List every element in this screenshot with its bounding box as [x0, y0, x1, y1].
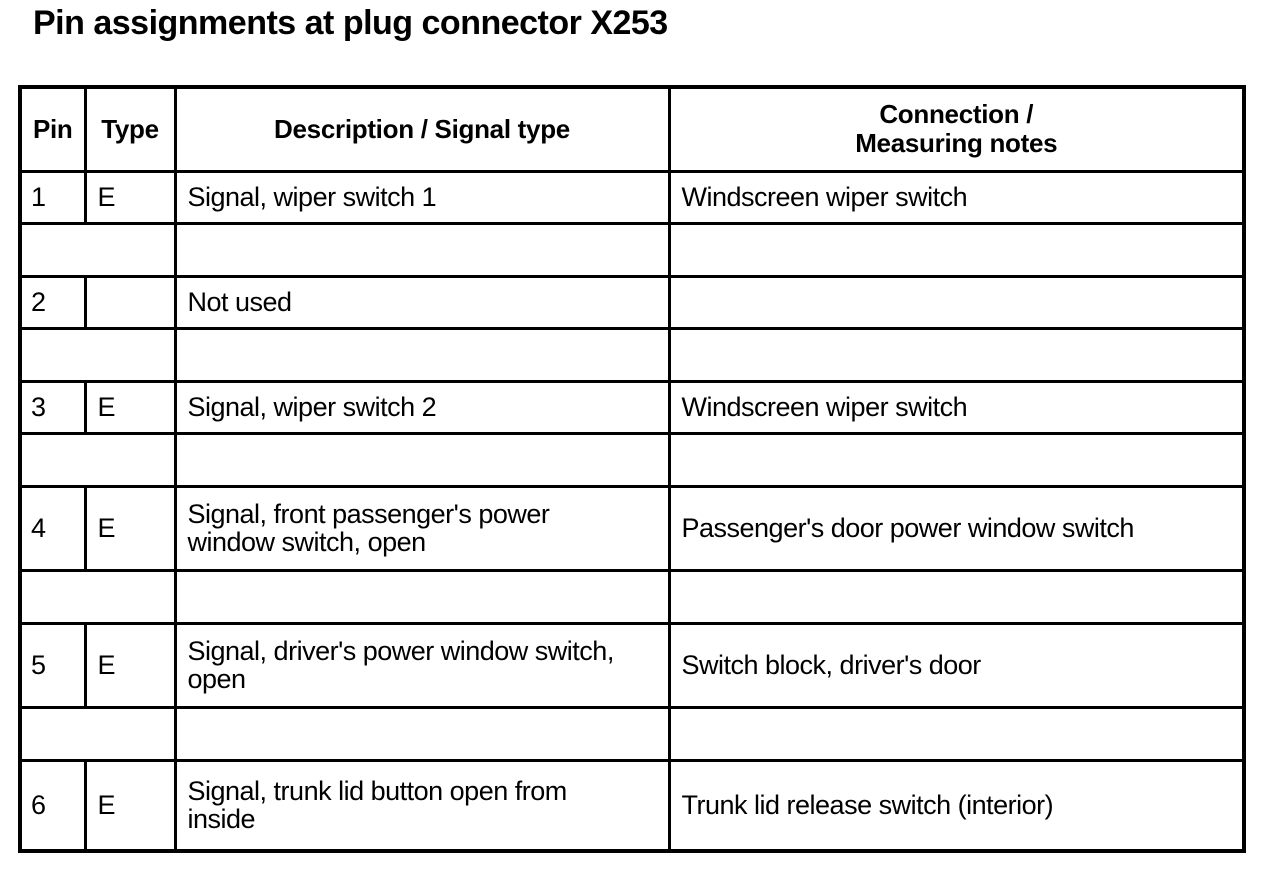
description-cell: Signal, trunk lid button open from insid…	[173, 758, 671, 853]
type-cell: E	[83, 621, 177, 709]
header-row: Pin Type Description / Signal type Conne…	[18, 85, 1246, 173]
table-row-pin-3: 3 E Signal, wiper switch 2 Windscreen wi…	[18, 379, 1246, 435]
table-row-pin-2: 2 Not used	[18, 274, 1246, 330]
page-title: Pin assignments at plug connector X253	[33, 4, 668, 42]
pin-cell: 4	[18, 484, 87, 572]
spacer-pin-type-cell	[18, 568, 177, 625]
table-row-pin-1: 1 E Signal, wiper switch 1 Windscreen wi…	[18, 169, 1246, 225]
connection-cell	[667, 274, 1246, 330]
spacer-description-cell	[173, 568, 671, 625]
table-row-pin-4: 4 E Signal, front passenger's power wind…	[18, 484, 1246, 572]
description-cell: Signal, front passenger's power window s…	[173, 484, 671, 572]
spacer-connection-cell	[667, 221, 1246, 278]
type-cell: E	[83, 758, 177, 853]
spacer-pin-type-cell	[18, 705, 177, 762]
description-cell: Not used	[173, 274, 671, 330]
connection-cell: Passenger's door power window switch	[667, 484, 1246, 572]
description-cell: Signal, driver's power window switch, op…	[173, 621, 671, 709]
connection-cell: Windscreen wiper switch	[667, 169, 1246, 225]
connection-cell: Trunk lid release switch (interior)	[667, 758, 1246, 853]
spacer-description-cell	[173, 326, 671, 383]
connection-cell: Switch block, driver's door	[667, 621, 1246, 709]
spacer-row	[18, 221, 1246, 278]
type-cell	[83, 274, 177, 330]
spacer-pin-type-cell	[18, 221, 177, 278]
header-description: Description / Signal type	[173, 85, 671, 173]
spacer-description-cell	[173, 431, 671, 488]
table-row-pin-5: 5 E Signal, driver's power window switch…	[18, 621, 1246, 709]
spacer-description-cell	[173, 705, 671, 762]
type-cell: E	[83, 379, 177, 435]
spacer-connection-cell	[667, 431, 1246, 488]
description-cell: Signal, wiper switch 2	[173, 379, 671, 435]
spacer-pin-type-cell	[18, 431, 177, 488]
header-type: Type	[83, 85, 177, 173]
spacer-row	[18, 326, 1246, 383]
pin-cell: 1	[18, 169, 87, 225]
spacer-row	[18, 568, 1246, 625]
header-connection: Connection / Measuring notes	[667, 85, 1246, 173]
spacer-connection-cell	[667, 705, 1246, 762]
pin-cell: 5	[18, 621, 87, 709]
spacer-row	[18, 705, 1246, 762]
type-cell: E	[83, 169, 177, 225]
spacer-connection-cell	[667, 326, 1246, 383]
pin-cell: 6	[18, 758, 87, 853]
connection-cell: Windscreen wiper switch	[667, 379, 1246, 435]
spacer-pin-type-cell	[18, 326, 177, 383]
spacer-connection-cell	[667, 568, 1246, 625]
pin-cell: 2	[18, 274, 87, 330]
table-row-pin-6: 6 E Signal, trunk lid button open from i…	[18, 758, 1246, 853]
header-pin: Pin	[18, 85, 87, 173]
spacer-description-cell	[173, 221, 671, 278]
type-cell: E	[83, 484, 177, 572]
pin-cell: 3	[18, 379, 87, 435]
pin-assignments-table: Pin Type Description / Signal type Conne…	[18, 85, 1246, 853]
description-cell: Signal, wiper switch 1	[173, 169, 671, 225]
spacer-row	[18, 431, 1246, 488]
